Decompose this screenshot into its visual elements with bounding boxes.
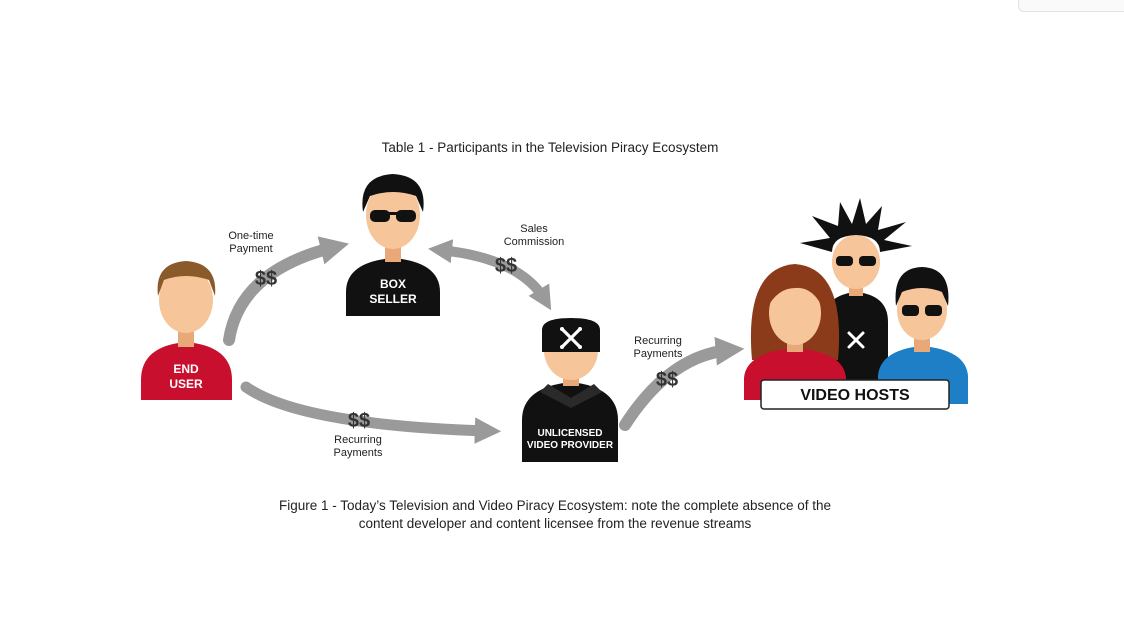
user-recurring-amount: $$ (348, 410, 370, 432)
arrow-user-recurring (240, 381, 502, 444)
video-hosts-label-box (760, 379, 950, 410)
end-user-hair (157, 261, 216, 296)
sales-commission-label-2: Commission (504, 236, 565, 248)
woman-bangs (766, 274, 824, 308)
provider-label-1: UNLICENSED (537, 428, 602, 439)
figure-caption-line-2: content developer and content licensee f… (358, 516, 752, 531)
provider-recurring-amount: $$ (656, 369, 678, 391)
provider-recurring-label-1: Recurring (634, 335, 682, 347)
box-seller-hair (362, 174, 424, 212)
crossed-bones-icon (560, 327, 582, 349)
box-seller-sunglasses (370, 210, 416, 222)
video-hosts-label: VIDEO HOSTS (800, 387, 910, 404)
provider-label-2: VIDEO PROVIDER (527, 440, 614, 451)
one-time-amount: $$ (255, 268, 277, 290)
one-time-label-1: One-time (228, 230, 273, 242)
end-user-figure: END USER (141, 261, 232, 400)
end-user-label-1: END (173, 362, 199, 376)
sales-commission-label-1: Sales (520, 223, 548, 235)
one-time-label-2: Payment (229, 243, 272, 255)
box-seller-label-1: BOX (380, 277, 406, 291)
provider-collar (540, 384, 602, 408)
table-caption: Table 1 - Participants in the Television… (381, 140, 719, 155)
box-seller-label-2: SELLER (369, 292, 417, 306)
provider-shirt (522, 382, 618, 462)
man-hair (895, 267, 949, 306)
host-punk (800, 198, 912, 380)
arrow-sales-commission (428, 239, 552, 311)
box-seller-figure: BOX SELLER (346, 174, 440, 316)
user-recurring-label-2: Payments (334, 447, 383, 459)
arrow-one-time-payment (223, 236, 349, 346)
punk-spiky-hair (800, 198, 912, 252)
provider-figure: UNLICENSED VIDEO PROVIDER (522, 318, 618, 462)
end-user-shirt (141, 342, 232, 400)
end-user-label-2: USER (169, 377, 203, 391)
host-crossed-bones-icon (847, 331, 865, 349)
browser-corner-tab (1018, 0, 1124, 12)
figure-caption-line-1: Figure 1 - Today’s Television and Video … (278, 498, 832, 513)
user-recurring-label-1: Recurring (334, 434, 382, 446)
provider-cap (542, 318, 600, 352)
figure-caption: Figure 1 - Today’s Television and Video … (255, 497, 855, 533)
sales-commission-amount: $$ (495, 255, 517, 277)
video-hosts-group: VIDEO HOSTS (744, 198, 968, 410)
arrow-provider-recurring (619, 336, 745, 431)
provider-recurring-label-2: Payments (634, 348, 683, 360)
box-seller-shirt (346, 258, 440, 316)
